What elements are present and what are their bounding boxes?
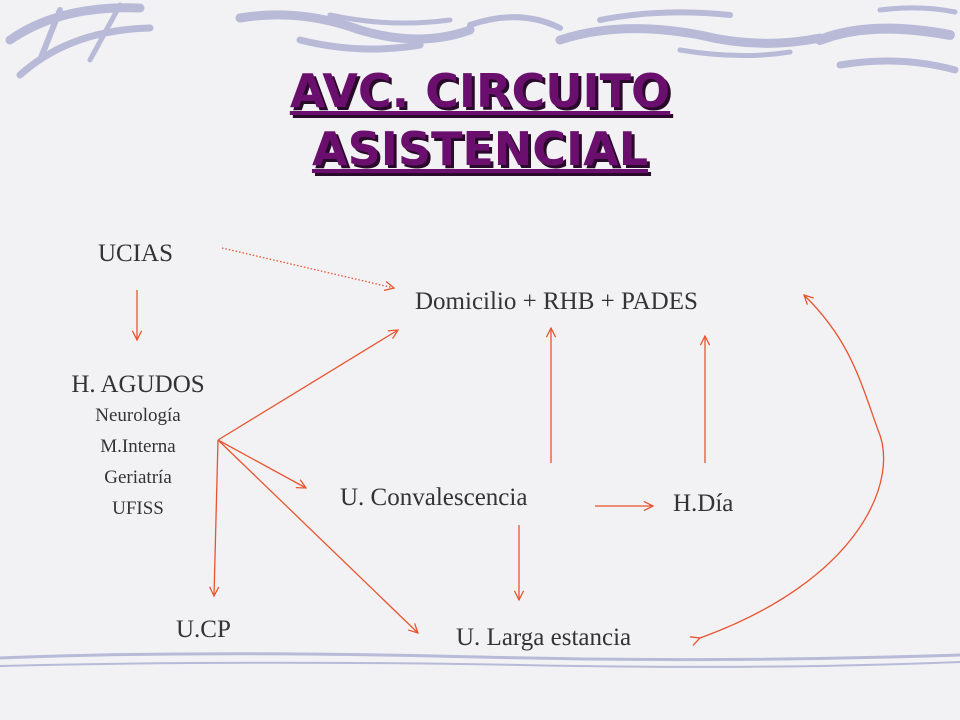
title-line-2: ASISTENCIAL xyxy=(311,122,649,176)
agudos-item-neurologia: Neurología xyxy=(95,405,181,426)
arrow-agudos-to-ucp xyxy=(214,439,218,596)
node-larga-estancia: U. Larga estancia xyxy=(456,624,632,651)
node-h-agudos: H. AGUDOS Neurología M.Interna Geriatría… xyxy=(40,370,236,524)
node-ucp: U.CP xyxy=(176,616,231,643)
arrow-ucias-to-domicilio xyxy=(221,247,394,288)
agudos-item-m-interna: M.Interna xyxy=(100,436,176,457)
arrow-larga-estancia-to-domicilio xyxy=(700,295,885,638)
node-domicilio: Domicilio + RHB + PADES xyxy=(415,288,698,315)
slide-title: AVC. CIRCUITO ASISTENCIAL xyxy=(0,62,960,178)
arrow-agudos-to-larga-estancia xyxy=(217,439,418,633)
node-hdia: H.Día xyxy=(673,490,734,517)
node-convalescencia: U. Convalescencia xyxy=(340,484,528,511)
agudos-item-ufiss: UFISS xyxy=(112,498,164,519)
arrow-agudos-to-domicilio xyxy=(217,330,398,441)
title-line-1: AVC. CIRCUITO xyxy=(289,64,671,118)
agudos-title: H. AGUDOS xyxy=(71,371,205,398)
arrow-agudos-to-convalescencia xyxy=(217,439,306,488)
agudos-item-geriatria: Geriatría xyxy=(104,467,172,488)
node-ucias: UCIAS xyxy=(98,240,174,267)
